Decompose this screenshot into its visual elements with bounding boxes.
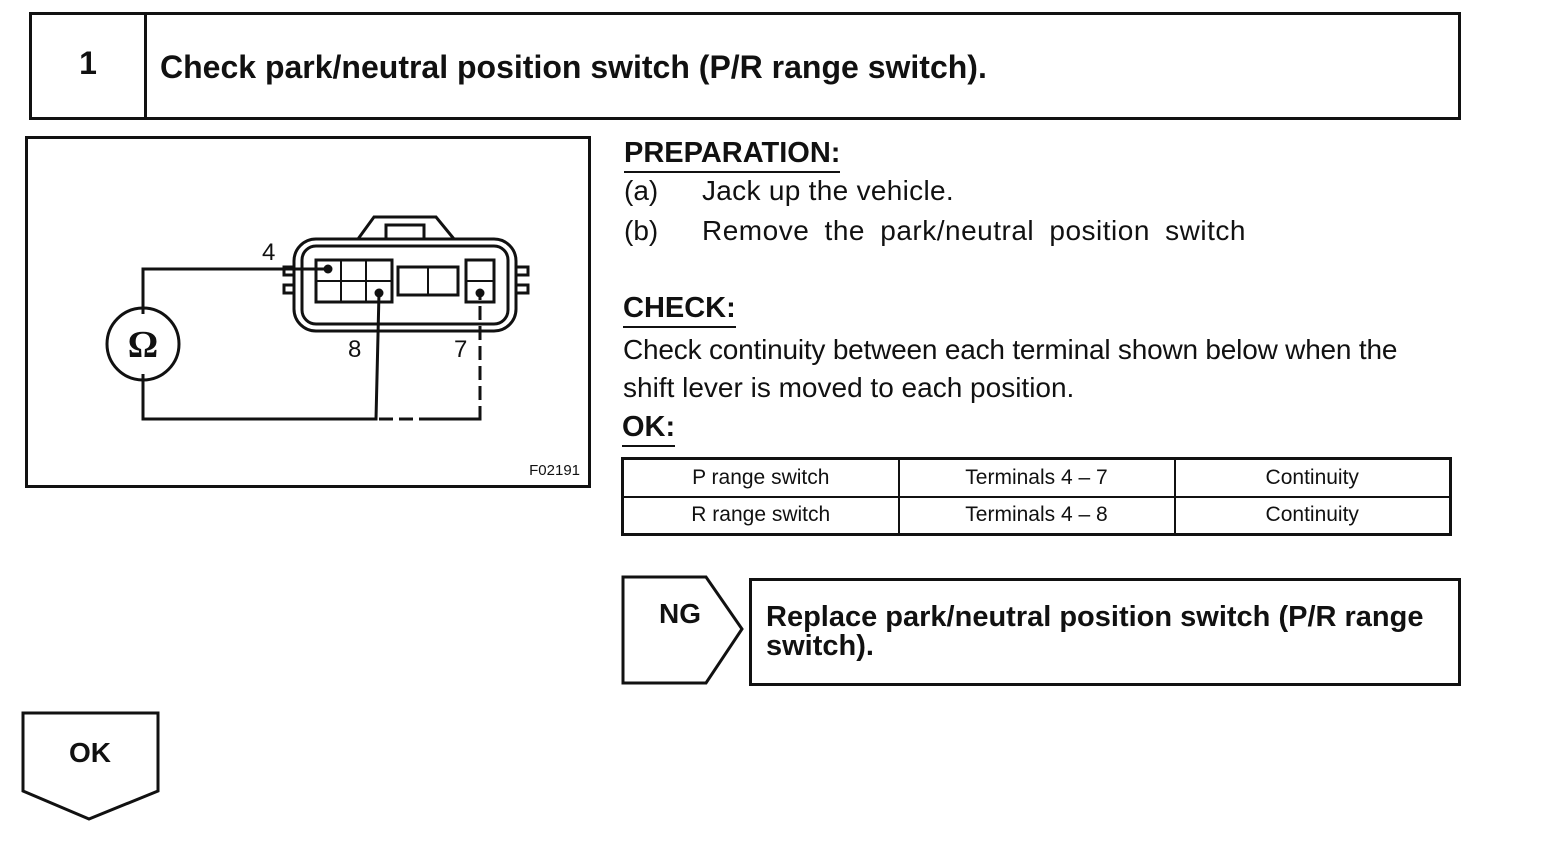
figure-id: F02191	[529, 462, 580, 479]
table-row: P range switch Terminals 4 – 7 Continuit…	[621, 457, 1452, 498]
check-instruction-line-2: shift lever is moved to each position.	[623, 372, 1075, 403]
preparation-heading: PREPARATION:	[624, 137, 841, 173]
table-cell: Terminals 4 – 7	[897, 457, 1176, 498]
connector-latch	[356, 215, 456, 240]
wire-terminal-8	[141, 292, 381, 421]
step-number: 1	[79, 45, 97, 81]
check-instruction-line-1: Check continuity between each terminal s…	[623, 334, 1398, 365]
preparation-step-b-letter: (b)	[624, 215, 659, 246]
preparation-step-a-letter: (a)	[624, 175, 659, 206]
terminal-label-8: 8	[348, 336, 361, 363]
check-heading: CHECK:	[623, 292, 736, 328]
table-cell: P range switch	[621, 457, 900, 498]
preparation-step-b-text: Remove the park/neutral position switch	[702, 215, 1246, 246]
ok-label: OK	[69, 737, 111, 768]
connector-side-tab-left-top	[282, 265, 294, 277]
table-row: R range switch Terminals 4 – 8 Continuit…	[621, 495, 1452, 536]
ok-arrow-shape	[21, 711, 160, 821]
connector-side-tab-right-bottom	[516, 283, 530, 295]
ng-arrow-shape	[621, 575, 744, 685]
ng-label: NG	[659, 598, 701, 629]
ohm-symbol: Ω	[128, 324, 158, 366]
specification-table: P range switch Terminals 4 – 7 Continuit…	[621, 457, 1452, 536]
terminal-label-4: 4	[262, 239, 275, 266]
wiring-figure: Ω 4 8 7 F02191	[25, 136, 591, 488]
terminal-4-pin	[323, 264, 333, 274]
connector-inner-shell	[300, 244, 510, 326]
connector-side-tab-right-top	[516, 265, 530, 277]
step-number-cell: 1	[32, 15, 147, 117]
ok-heading: OK:	[622, 411, 676, 447]
step-header: 1 Check park/neutral position switch (P/…	[29, 12, 1461, 120]
terminal-label-7: 7	[454, 336, 467, 363]
terminal-7-pin	[475, 288, 485, 298]
connector-outer-shell	[292, 237, 518, 333]
connector-side-tab-left-bottom	[282, 283, 294, 295]
ng-action-box: Replace park/neutral position switch (P/…	[749, 578, 1461, 686]
step-title: Check park/neutral position switch (P/R …	[160, 49, 987, 85]
table-cell: Continuity	[1173, 457, 1452, 498]
preparation-step-a-text: Jack up the vehicle.	[702, 175, 954, 206]
connector-diagram: Ω 4 8 7	[105, 215, 530, 421]
ohmmeter-circle	[105, 306, 181, 382]
table-cell: Continuity	[1173, 495, 1452, 536]
table-cell: R range switch	[621, 495, 900, 536]
terminal-8-pin	[374, 288, 384, 298]
table-cell: Terminals 4 – 8	[897, 495, 1176, 536]
ng-action-text: Replace park/neutral position switch (P/…	[766, 601, 1424, 662]
wire-terminal-4	[141, 267, 328, 314]
connector-lock-tab	[384, 223, 426, 241]
